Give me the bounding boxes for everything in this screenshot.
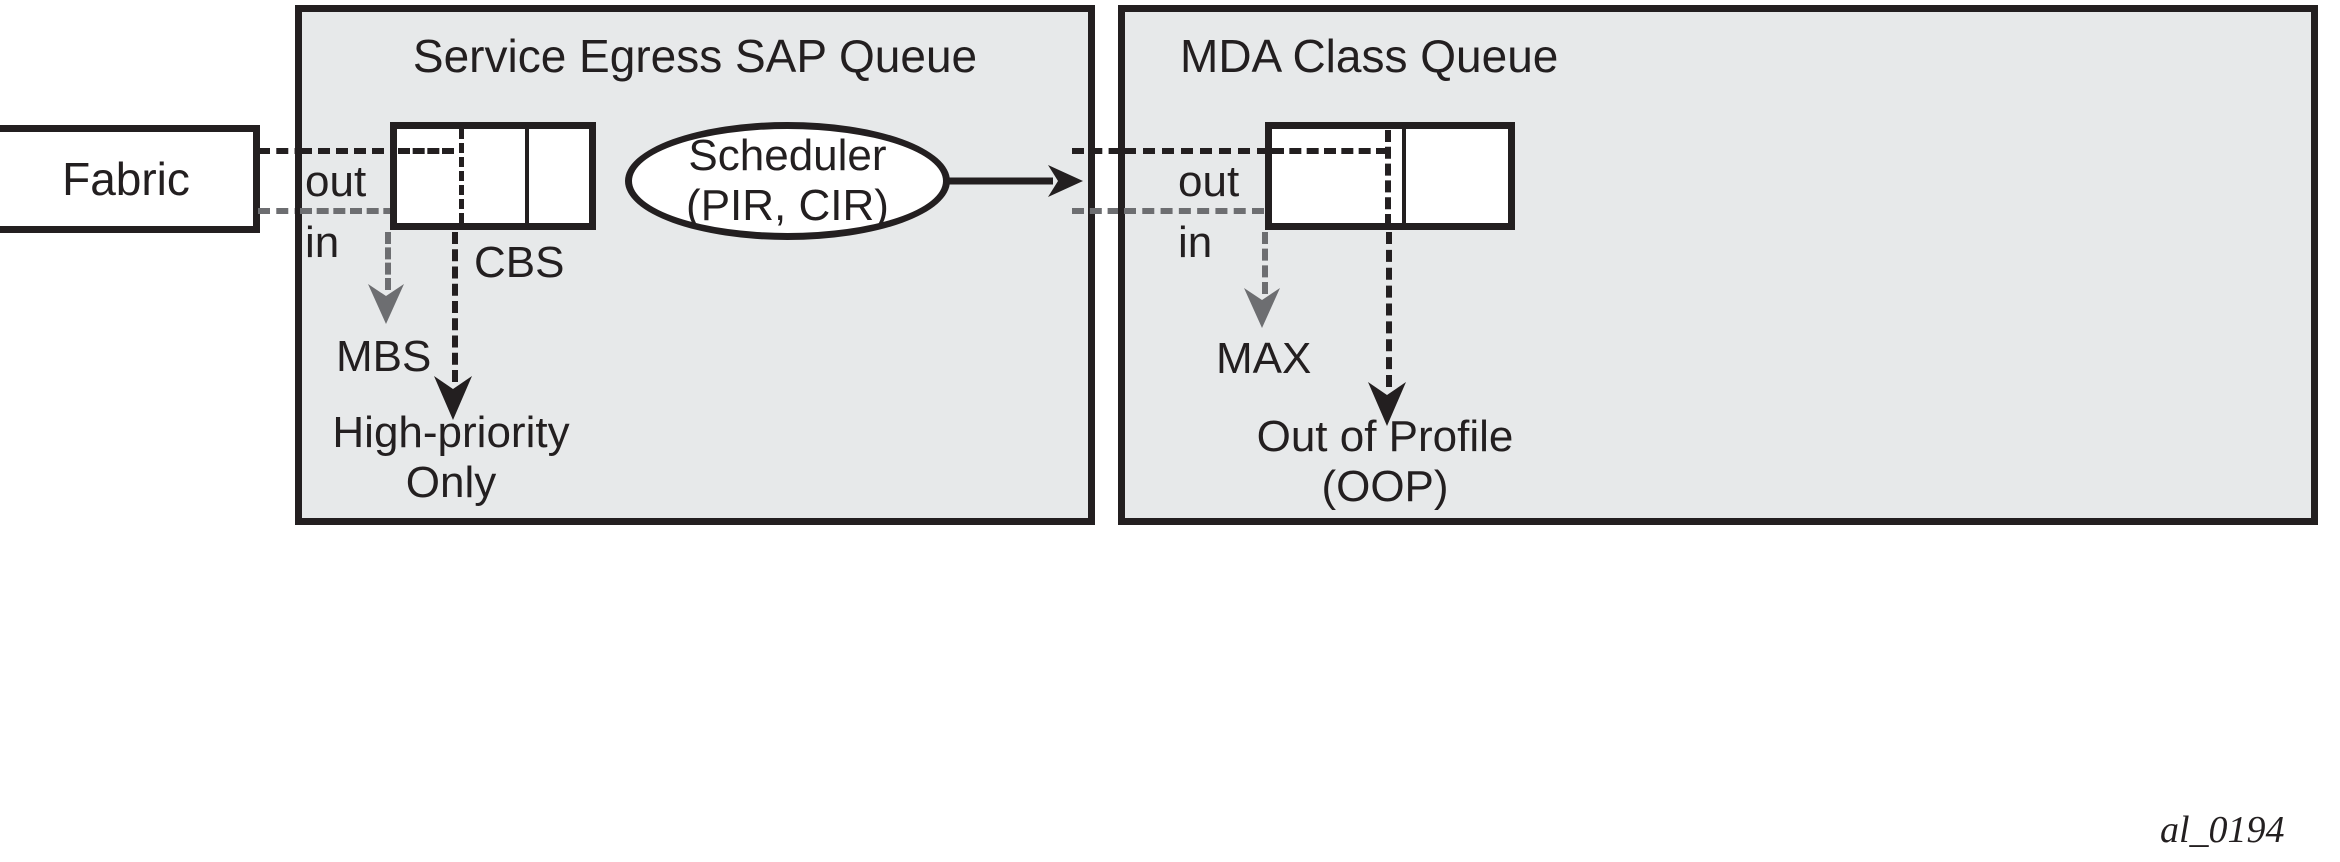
max-label: MAX [1216, 334, 1312, 383]
sap-out-line [300, 148, 420, 154]
sap-out-label: out [305, 157, 367, 206]
highpriority-label-line1: High-priority [332, 408, 570, 457]
mda-queue-out-entry [1272, 148, 1388, 154]
scheduler-line1: Scheduler [688, 131, 887, 180]
sap-panel-title: Service Egress SAP Queue [412, 30, 978, 82]
mbs-drop-line [385, 232, 391, 290]
fabric-box: Fabric [0, 125, 260, 233]
scheduler-output-arrow [948, 165, 1083, 197]
mda-queue-divider-dashed [1385, 130, 1391, 226]
scheduler-ellipse: Scheduler (PIR, CIR) [625, 122, 950, 240]
sap-queue-divider-solid [525, 129, 529, 223]
mda-in-line [1124, 208, 1264, 214]
highpriority-arrowhead [434, 376, 472, 420]
mda-queue-divider-solid [1402, 129, 1406, 223]
mbs-arrowhead [368, 284, 404, 324]
sap-queue-out-entry [398, 148, 454, 154]
mda-class-queue-panel: MDA Class Queue [1118, 5, 2318, 525]
oop-arrowhead [1368, 382, 1406, 426]
mda-out-line [1124, 148, 1269, 154]
sap-queue-box [390, 122, 596, 230]
mda-in-label: in [1178, 218, 1213, 267]
max-drop-line [1262, 232, 1268, 294]
highpriority-drop-line [452, 232, 458, 382]
oop-drop-line [1386, 232, 1392, 387]
mda-panel-title: MDA Class Queue [1180, 30, 1559, 82]
scheduler-line2: (PIR, CIR) [686, 181, 889, 230]
mda-out-label: out [1178, 157, 1240, 206]
oop-label-line1: Out of Profile [1256, 412, 1514, 461]
highpriority-label-line2: Only [405, 458, 497, 507]
sap-queue-divider-dashed [459, 129, 464, 223]
max-arrowhead [1244, 288, 1280, 328]
service-egress-sap-queue-panel: Service Egress SAP Queue [295, 5, 1095, 525]
figure-caption: al_0194 [2160, 809, 2285, 851]
sap-cbs-label: CBS [474, 238, 565, 287]
sap-in-line [300, 208, 412, 214]
fabric-label: Fabric [62, 153, 190, 205]
sap-in-label: in [305, 218, 340, 267]
mbs-label: MBS [336, 332, 432, 381]
oop-label-line2: (OOP) [1321, 462, 1449, 511]
